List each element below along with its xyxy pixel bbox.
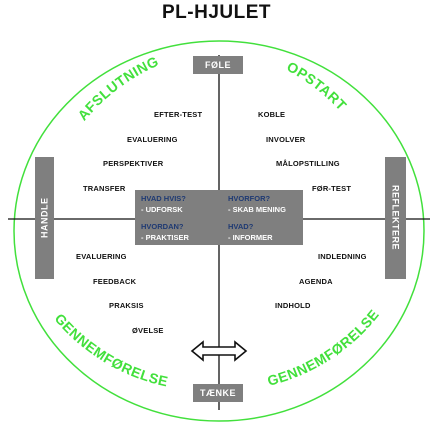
list-item-evaluering-top: EVALUERING [127, 135, 178, 144]
axis-label-reflektere: REFLEKTERE [385, 157, 406, 279]
question-how: HVORDAN? [141, 222, 184, 231]
center-cell-what-if: HVAD HVIS? - UDFORSK [141, 193, 186, 215]
list-item-for-test: FØR-TEST [312, 184, 352, 193]
list-item-efter-test: EFTER-TEST [154, 110, 203, 119]
center-cell-what: HVAD? - INFORMER [228, 221, 273, 243]
page-title: PL-HJULET [162, 2, 271, 23]
list-item-malopstilling: MÅLOPSTILLING [276, 159, 340, 168]
list-item-praksis: PRAKSIS [109, 301, 144, 310]
outer-circle [13, 40, 425, 422]
action-informer: - INFORMER [228, 233, 273, 242]
list-item-indhold: INDHOLD [275, 301, 311, 310]
list-item-involver: INVOLVER [266, 135, 306, 144]
list-item-feedback: FEEDBACK [93, 277, 137, 286]
list-item-evaluering-bottom: EVALUERING [76, 252, 127, 261]
list-item-agenda: AGENDA [299, 277, 333, 286]
list-item-ovelse: ØVELSE [132, 326, 164, 335]
action-udforsk: - UDFORSK [141, 205, 183, 214]
axis-label-taenke: TÆNKE [193, 384, 243, 402]
arc-label-opstart: OPSTART [284, 58, 350, 113]
question-why: HVORFOR? [228, 194, 271, 203]
question-what: HVAD? [228, 222, 254, 231]
list-item-perspektiver: PERSPEKTIVER [103, 159, 164, 168]
list-item-indledning: INDLEDNING [318, 252, 367, 261]
arc-label-afslutning: AFSLUTNING [74, 53, 161, 124]
list-item-transfer: TRANSFER [83, 184, 126, 193]
action-skab-mening: - SKAB MENING [228, 205, 286, 214]
arc-label-gennemforelse-right: GENNEMFØRELSE [266, 306, 382, 389]
double-arrow-icon [190, 340, 248, 362]
axis-label-handle: HANDLE [35, 157, 54, 279]
arc-label-gennemforelse-left: GENNEMFØRELSE [52, 310, 170, 389]
list-item-koble: KOBLE [258, 110, 286, 119]
axis-label-fole: FØLE [193, 56, 243, 74]
action-praktiser: - PRAKTISER [141, 233, 189, 242]
center-box: HVAD HVIS? - UDFORSK HVORFOR? - SKAB MEN… [135, 190, 303, 245]
center-cell-why: HVORFOR? - SKAB MENING [228, 193, 286, 215]
question-what-if: HVAD HVIS? [141, 194, 186, 203]
center-cell-how: HVORDAN? - PRAKTISER [141, 221, 189, 243]
